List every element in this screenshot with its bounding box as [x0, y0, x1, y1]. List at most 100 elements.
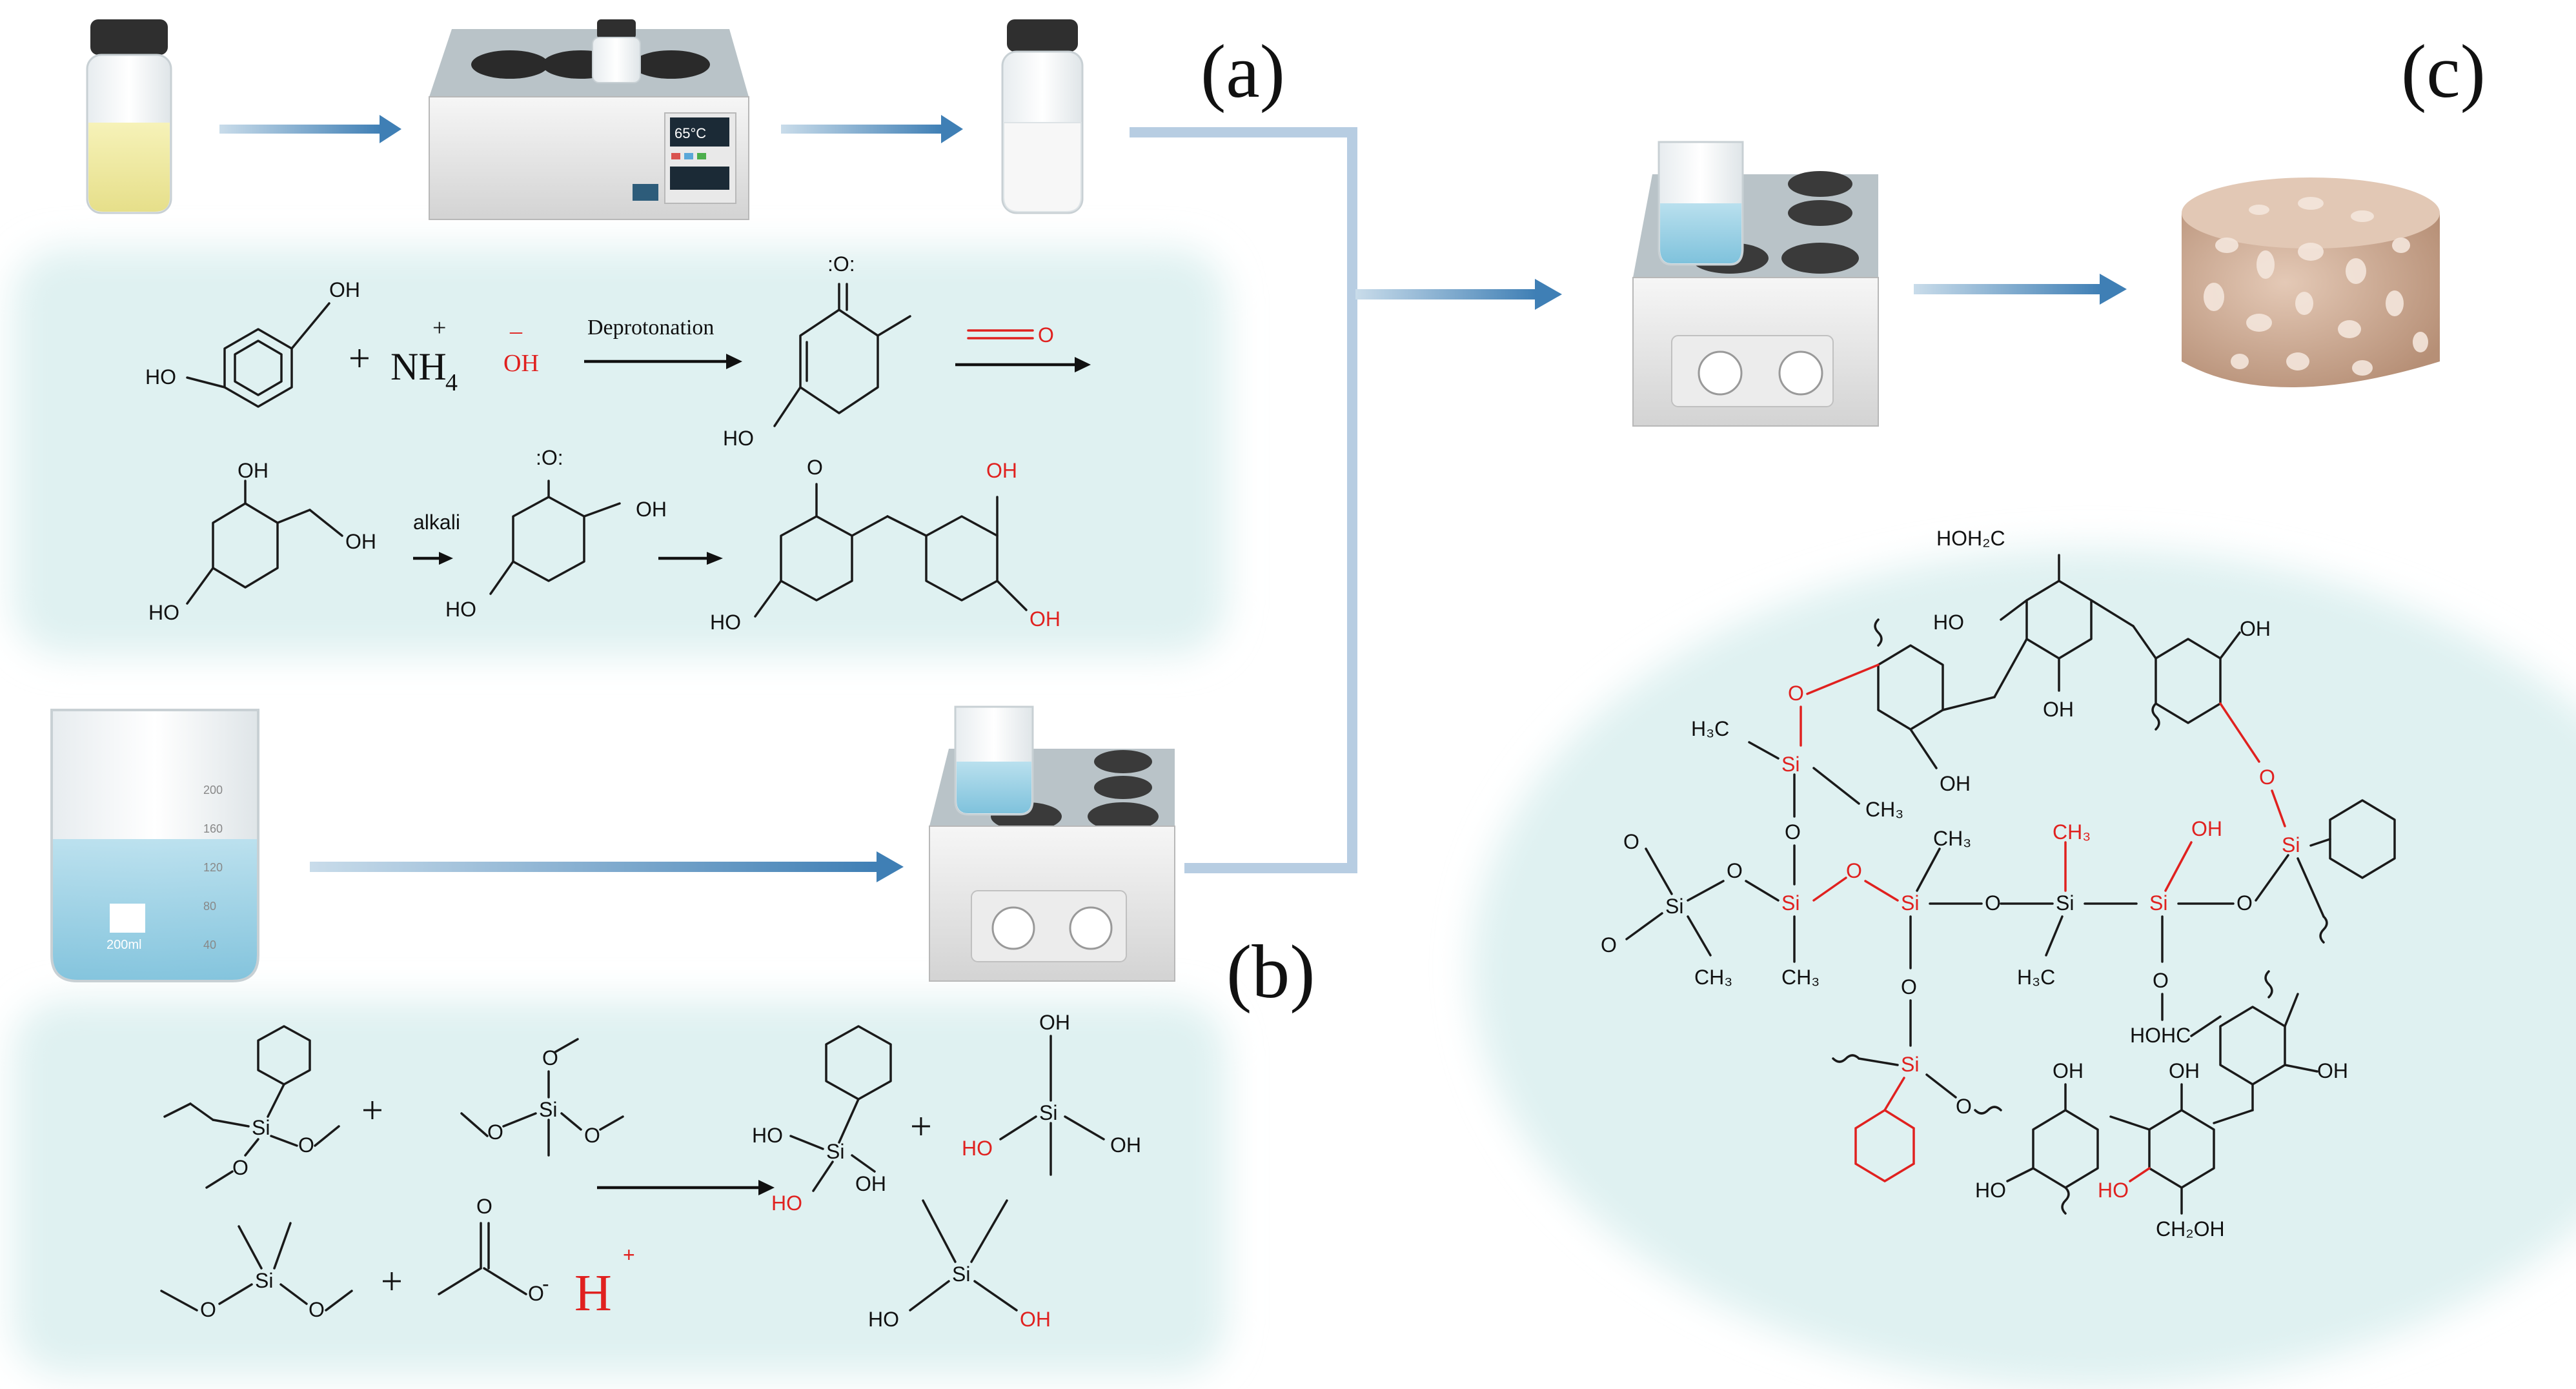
- svg-text:OH: OH: [1020, 1308, 1051, 1331]
- svg-text:OH: OH: [345, 530, 376, 553]
- svg-text:Deprotonation: Deprotonation: [587, 316, 714, 340]
- svg-text:Si: Si: [2149, 891, 2167, 915]
- svg-text:40: 40: [203, 938, 216, 951]
- svg-text:OH: OH: [855, 1172, 886, 1195]
- svg-text:O: O: [528, 1282, 544, 1305]
- panel-label-a: (a): [1201, 29, 1285, 114]
- svg-text:O: O: [1038, 323, 1054, 347]
- svg-text:Si: Si: [1665, 895, 1683, 918]
- svg-text:CH₃: CH₃: [2053, 820, 2091, 844]
- svg-text:+: +: [432, 314, 446, 341]
- svg-text:+: +: [910, 1105, 932, 1148]
- svg-text:HO: HO: [148, 601, 179, 624]
- svg-text:O: O: [200, 1298, 216, 1321]
- svg-text:H₃C: H₃C: [2017, 966, 2055, 989]
- stirrer-b: [929, 705, 1175, 982]
- svg-text:OH: OH: [636, 498, 667, 521]
- svg-text:O: O: [1956, 1095, 1972, 1118]
- svg-text:Si: Si: [255, 1269, 273, 1292]
- beaker-200ml: 200ml 200 160 120 80 40: [50, 709, 259, 982]
- svg-text:HOH₂C: HOH₂C: [1936, 527, 2005, 550]
- svg-text:O: O: [1788, 682, 1804, 705]
- svg-text:alkali: alkali: [413, 511, 460, 534]
- svg-text:HO: HO: [752, 1124, 783, 1147]
- svg-text:H₃C: H₃C: [1691, 717, 1729, 740]
- svg-text:H: H: [574, 1265, 612, 1322]
- svg-text:HO: HO: [771, 1191, 802, 1215]
- svg-text:O: O: [2236, 891, 2253, 915]
- svg-text:OH: OH: [2169, 1059, 2200, 1082]
- beaker-volume: 200ml: [106, 938, 141, 952]
- svg-text:+: +: [381, 1260, 403, 1303]
- svg-text:Si: Si: [539, 1098, 557, 1121]
- svg-text:OH: OH: [1039, 1011, 1070, 1034]
- svg-text:Si: Si: [952, 1262, 970, 1286]
- svg-text:–: –: [509, 318, 523, 345]
- svg-text:O: O: [1785, 820, 1801, 844]
- svg-text:OH: OH: [2043, 698, 2074, 721]
- svg-text:HO: HO: [710, 611, 741, 634]
- svg-text:CH₃: CH₃: [1865, 798, 1903, 821]
- stirrer-c: [1632, 141, 1879, 427]
- svg-text:Si: Si: [1781, 891, 1800, 915]
- svg-text:O: O: [1623, 830, 1639, 853]
- svg-text::O:: :O:: [827, 252, 855, 276]
- svg-text:160: 160: [203, 822, 223, 835]
- svg-text:Si: Si: [2056, 891, 2074, 915]
- svg-text:Si: Si: [1901, 1053, 1919, 1076]
- arrow-2: [781, 125, 942, 134]
- svg-text:CH₃: CH₃: [1933, 827, 1971, 850]
- network-c-background: [1472, 549, 2576, 1388]
- svg-text:+: +: [623, 1243, 635, 1266]
- svg-text:OH: OH: [1940, 772, 1971, 795]
- svg-text:OH: OH: [329, 278, 360, 301]
- arrow-beaker-to-stirrer: [310, 862, 878, 872]
- reaction-a-background: [13, 248, 1226, 655]
- svg-text:O: O: [309, 1298, 325, 1321]
- connector-a-to-c: [1130, 127, 1357, 873]
- svg-text:OH: OH: [2317, 1059, 2348, 1082]
- svg-text:OH: OH: [1110, 1133, 1141, 1157]
- svg-text:80: 80: [203, 900, 216, 913]
- svg-text:OH: OH: [2191, 817, 2222, 840]
- svg-text:O: O: [298, 1133, 314, 1157]
- bath-temperature: 65°C: [674, 125, 706, 141]
- vial-yellow-solution: [86, 19, 172, 214]
- svg-text:O: O: [1985, 891, 2001, 915]
- svg-text:OH: OH: [503, 350, 539, 377]
- svg-text:HO: HO: [1975, 1179, 2006, 1202]
- arrow-to-stirrer: [1355, 289, 1536, 299]
- vial-white-solution: [1001, 19, 1084, 214]
- svg-text:O: O: [232, 1156, 248, 1179]
- svg-text:HO: HO: [2098, 1179, 2129, 1202]
- svg-text:OH: OH: [1029, 607, 1060, 631]
- svg-text:Si: Si: [1781, 753, 1800, 776]
- svg-text::O:: :O:: [536, 446, 563, 469]
- svg-text:HO: HO: [445, 598, 476, 621]
- svg-text:O: O: [807, 456, 823, 479]
- svg-text:CH₃: CH₃: [1781, 966, 1820, 989]
- svg-text:4: 4: [445, 369, 458, 396]
- svg-text:O: O: [542, 1046, 558, 1070]
- svg-text:O: O: [1727, 859, 1743, 882]
- svg-text:O: O: [2259, 765, 2275, 789]
- svg-text:O: O: [476, 1195, 492, 1218]
- svg-text:-: -: [542, 1272, 549, 1295]
- svg-text:OH: OH: [986, 459, 1017, 482]
- svg-text:CH₂OH: CH₂OH: [2156, 1217, 2225, 1241]
- svg-text:HO: HO: [723, 427, 754, 450]
- svg-text:Si: Si: [2282, 833, 2300, 857]
- svg-text:O: O: [1846, 859, 1862, 882]
- svg-text:O: O: [584, 1124, 600, 1147]
- svg-text:O: O: [2153, 969, 2169, 992]
- arrow-stirrer-to-foam: [1914, 284, 2101, 294]
- water-bath-device: 65°C: [429, 19, 749, 220]
- svg-text:O: O: [1601, 933, 1617, 957]
- panel-label-c: (c): [2401, 29, 2486, 114]
- svg-text:HO: HO: [1933, 611, 1964, 634]
- reaction-a-row2: OH OH HO alkali :O: OH HO O HO OH OH: [148, 446, 1060, 634]
- reaction-b: Si O O + Si O O O Si O O +: [160, 1011, 1141, 1331]
- network-structure: HOH₂C HO OH OH O OH O Si H₃C CH₃ O Si: [1601, 527, 2396, 1241]
- reaction-a-row1: OH HO + NH 4 + – OH Deprotonation :O: HO…: [145, 252, 1091, 450]
